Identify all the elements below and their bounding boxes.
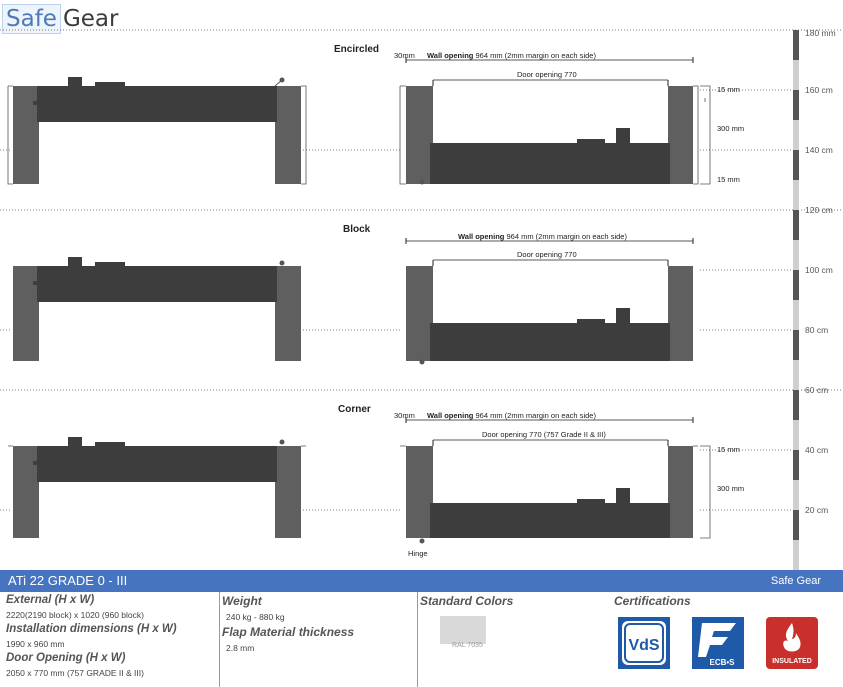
side-measure: 300 mm xyxy=(717,484,744,493)
door-label: Door opening 770 xyxy=(517,70,577,79)
scale-label: 60 cm xyxy=(805,385,828,395)
technical-drawing: 180 mm 160 cm 140 cm 120 cm 100 cm 80 cm… xyxy=(0,28,843,570)
wall-label: Wall opening xyxy=(458,232,505,241)
left-measure: 30mm xyxy=(394,51,415,60)
weight-value: 240 kg - 880 kg xyxy=(226,612,285,622)
product-title: ATi 22 GRADE 0 - III xyxy=(8,573,128,588)
side-measure: 15 mm xyxy=(717,445,740,454)
scale-label: 120 cm xyxy=(805,205,833,215)
side-measure: 15 mm xyxy=(717,175,740,184)
weight-column: Weight 240 kg - 880 kg Flap Material thi… xyxy=(220,592,418,687)
svg-text:Wall opening 964 mm (2mm margi: Wall opening 964 mm (2mm margin on each … xyxy=(458,232,627,241)
side-measure: 300 mm xyxy=(717,124,744,133)
wall-value: 964 mm (2mm margin on each side) xyxy=(475,411,596,420)
section-title: Corner xyxy=(338,404,371,415)
door-opening-label: Door Opening (H x W) xyxy=(6,652,126,664)
scale-label: 100 cm xyxy=(805,265,833,275)
weight-label: Weight xyxy=(222,594,262,608)
wall-label: Wall opening xyxy=(427,411,474,420)
color-swatch xyxy=(440,616,486,644)
door-label: Door opening 770 xyxy=(517,250,577,259)
scale-label: 160 cm xyxy=(805,85,833,95)
flap-value: 2.8 mm xyxy=(226,643,255,653)
certifications-label: Certifications xyxy=(614,594,691,608)
door-opening-value: 2050 x 770 mm (757 GRADE II & III) xyxy=(6,668,144,678)
color-name: RAL 7035 xyxy=(452,642,483,649)
section-title: Encircled xyxy=(334,44,379,55)
dimensions-column: External (H x W) 2220(2190 block) x 1020… xyxy=(0,592,220,687)
scale-label: 80 cm xyxy=(805,325,828,335)
svg-text:Wall opening 964 mm (2mm margi: Wall opening 964 mm (2mm margin on each … xyxy=(427,411,596,420)
logo-safe: Safe xyxy=(2,4,61,34)
specs-table: External (H x W) 2220(2190 block) x 1020… xyxy=(0,592,843,687)
scale-label: 140 cm xyxy=(805,145,833,155)
logo-gear: Gear xyxy=(62,6,119,32)
cert-text: INSULATED xyxy=(772,658,812,665)
certifications-column: Certifications VdS ECB•S INSULATED xyxy=(612,592,843,687)
scale-label: 180 mm xyxy=(805,28,836,38)
insulated-cert-icon: INSULATED xyxy=(766,617,818,669)
door-label: Door opening 770 (757 Grade II & III) xyxy=(482,430,606,439)
vds-cert-icon: VdS xyxy=(618,617,670,669)
side-measure: 15 mm xyxy=(717,85,740,94)
external-value: 2220(2190 block) x 1020 (960 block) xyxy=(6,610,144,620)
cert-text: ECB•S xyxy=(709,658,735,667)
svg-text:Wall opening 964 mm (2mm margi: Wall opening 964 mm (2mm margin on each … xyxy=(427,51,596,60)
colors-column: Standard Colors RAL 7035 xyxy=(418,592,610,687)
scale-label: 20 cm xyxy=(805,505,828,515)
colors-label: Standard Colors xyxy=(420,594,514,608)
cert-text: VdS xyxy=(628,637,659,654)
flap-label: Flap Material thickness xyxy=(222,625,355,639)
footer-brand: Safe Gear xyxy=(770,575,821,587)
wall-value: 964 mm (2mm margin on each side) xyxy=(506,232,627,241)
left-measure: 30mm xyxy=(394,411,415,420)
product-title-bar: ATi 22 GRADE 0 - III Safe Gear xyxy=(0,570,843,592)
scale-label: 40 cm xyxy=(805,445,828,455)
wall-label: Wall opening xyxy=(427,51,474,60)
install-label: Installation dimensions (H x W) xyxy=(6,623,177,635)
safegear-logo: Safe Gear xyxy=(2,4,118,34)
external-label: External (H x W) xyxy=(6,594,95,606)
ecbs-cert-icon: ECB•S xyxy=(692,617,744,669)
install-value: 1990 x 960 mm xyxy=(6,639,65,649)
section-title: Block xyxy=(343,224,371,235)
hinge-label: Hinge xyxy=(408,549,428,558)
wall-value: 964 mm (2mm margin on each side) xyxy=(475,51,596,60)
